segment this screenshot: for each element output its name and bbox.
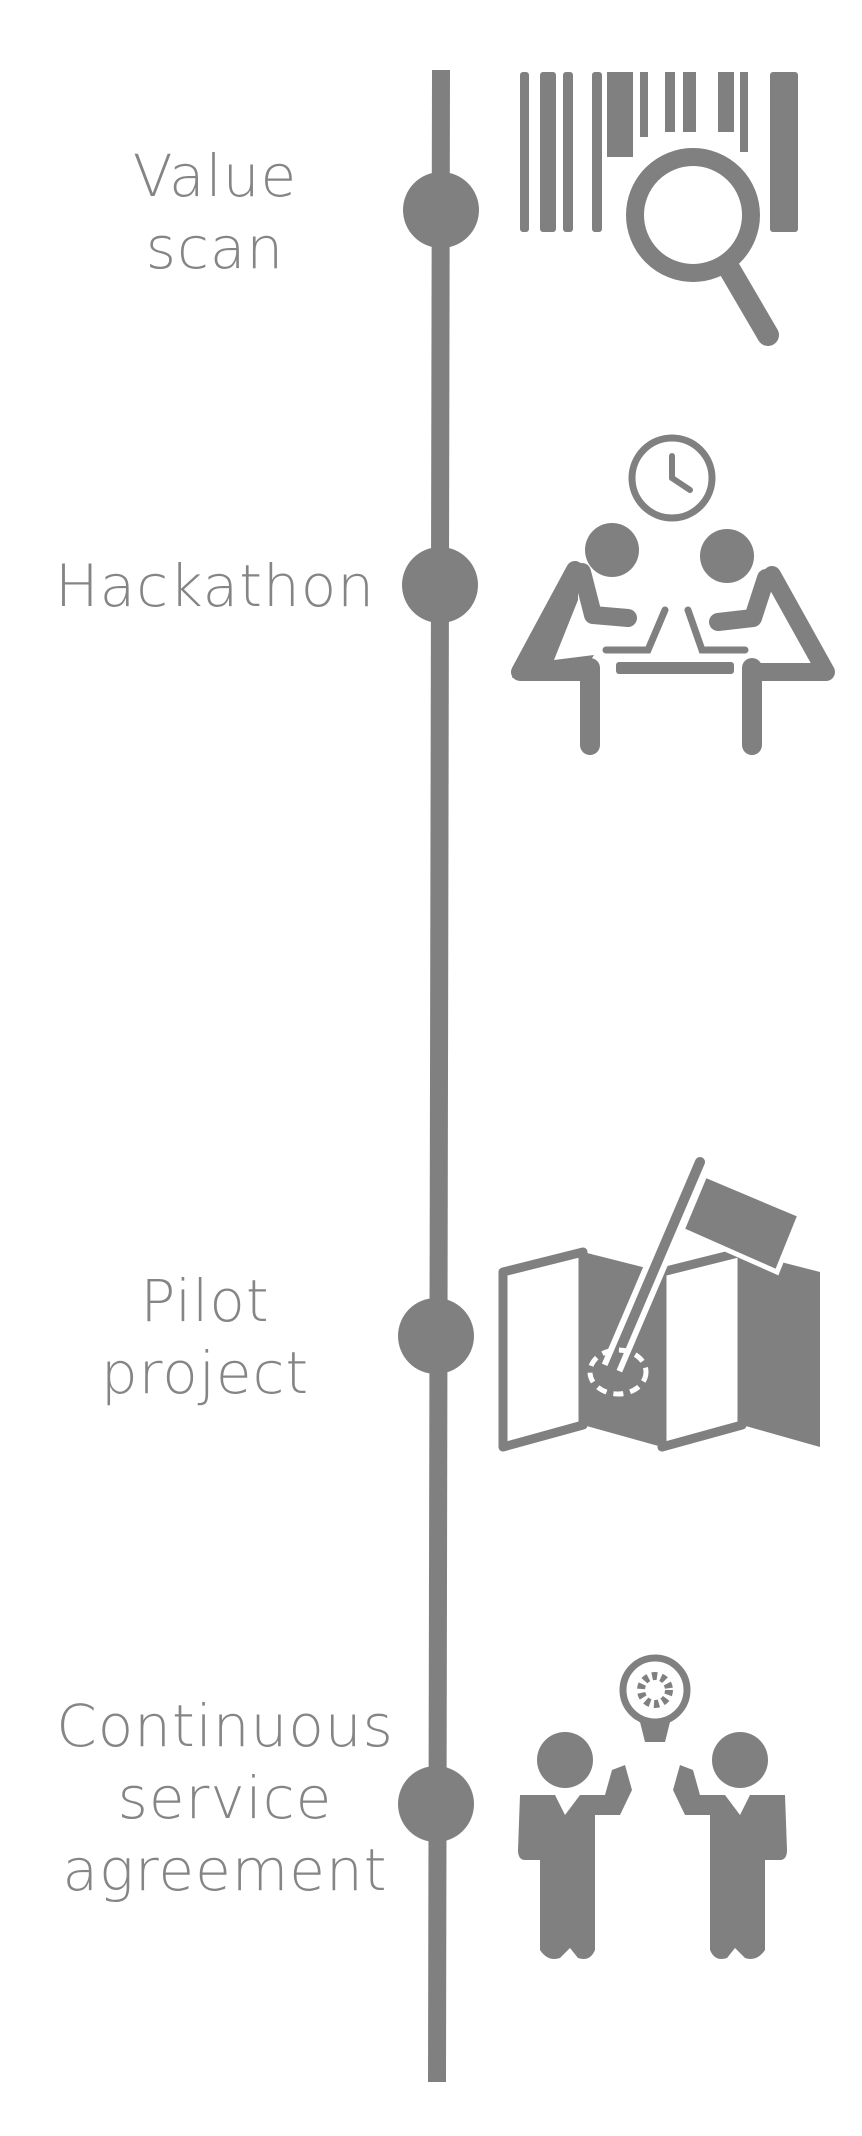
- step-label-line: Hackathon: [55, 552, 375, 620]
- step-label-continuous-service-agreement: Continuous service agreement: [30, 1690, 420, 1906]
- timeline-node: [402, 547, 478, 623]
- step-label-pilot-project: Pilot project: [85, 1265, 325, 1409]
- step-label-line: Value: [132, 142, 298, 210]
- map-flag-icon: [498, 1157, 820, 1452]
- step-label-line: service: [117, 1764, 333, 1832]
- handshake-agreement-icon: [518, 1654, 787, 1959]
- step-label-hackathon: Hackathon: [40, 550, 390, 622]
- timeline-node: [398, 1298, 474, 1374]
- timeline-line: [428, 69, 450, 2083]
- barcode-scan-icon: [520, 72, 798, 346]
- timeline-node: [403, 172, 479, 248]
- step-label-line: agreement: [62, 1836, 388, 1904]
- step-label-line: project: [100, 1339, 310, 1407]
- step-label-line: scan: [145, 214, 285, 282]
- step-label-value-scan: Value scan: [100, 140, 330, 284]
- step-label-line: Continuous: [56, 1692, 394, 1760]
- timeline-node: [398, 1766, 474, 1842]
- team-meeting-clock-icon: [511, 434, 835, 755]
- step-label-line: Pilot: [140, 1267, 270, 1335]
